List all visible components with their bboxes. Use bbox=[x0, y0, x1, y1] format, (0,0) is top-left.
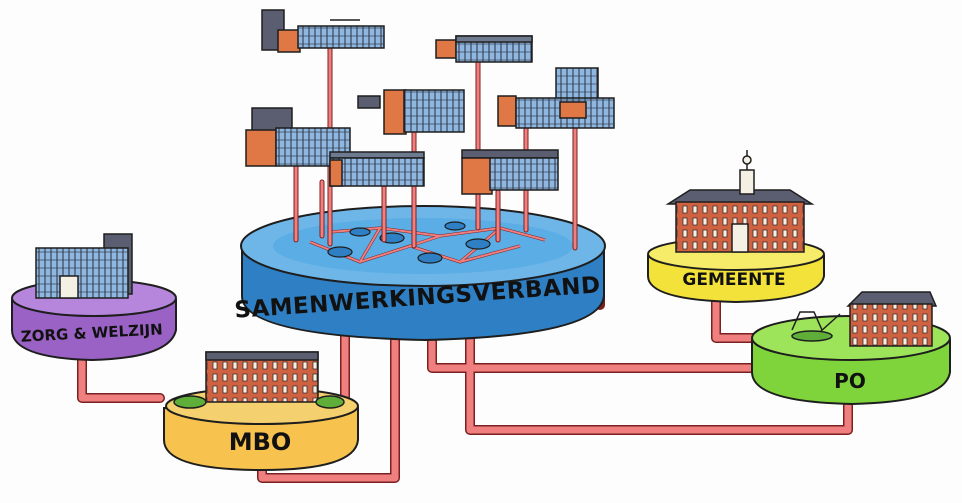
zorg-building bbox=[35, 233, 133, 299]
po-building bbox=[791, 291, 938, 347]
mbo-building bbox=[173, 351, 345, 409]
building-lower-center bbox=[329, 151, 425, 187]
connection-pipes bbox=[77, 285, 853, 483]
tower-pipes bbox=[293, 39, 578, 251]
central-platform: SAMENWERKINGSVERBAND bbox=[234, 205, 606, 342]
po-label: PO bbox=[834, 369, 866, 393]
gemeente-label: GEMEENTE bbox=[682, 270, 785, 290]
building-top-center bbox=[435, 35, 533, 63]
mbo-platform: MBO bbox=[163, 351, 359, 472]
building-right-lower bbox=[461, 149, 559, 195]
zorg-platform: ZORG & WELZIJN bbox=[11, 233, 177, 362]
mbo-label: MBO bbox=[229, 428, 292, 456]
building-mid-left bbox=[245, 107, 351, 167]
gemeente-platform: GEMEENTE bbox=[647, 150, 825, 304]
building-right-tall bbox=[497, 67, 615, 129]
floating-buildings bbox=[245, 9, 615, 195]
building-top-left bbox=[261, 9, 385, 53]
building-center bbox=[357, 89, 465, 135]
gemeente-building bbox=[665, 150, 815, 253]
po-platform: PO bbox=[751, 291, 951, 406]
